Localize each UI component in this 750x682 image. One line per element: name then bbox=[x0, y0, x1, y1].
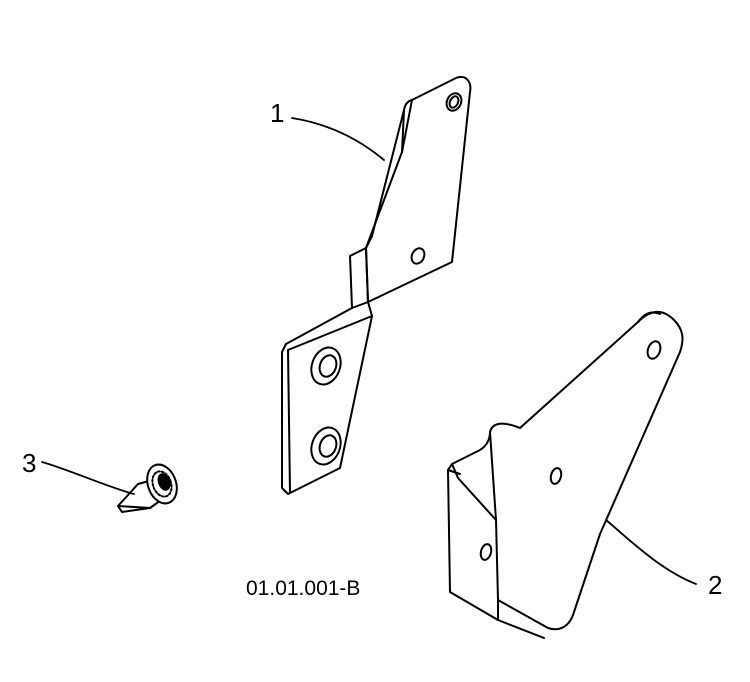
callout-3: 3 bbox=[22, 448, 37, 478]
bracket-twist bbox=[349, 247, 369, 309]
hole bbox=[479, 543, 493, 561]
bushing-upper bbox=[310, 346, 342, 386]
drawing-number: 01.01.001-B bbox=[246, 577, 361, 600]
callout-1: 1 bbox=[270, 98, 285, 128]
leader-2 bbox=[605, 519, 697, 585]
hole bbox=[646, 340, 662, 360]
part-1-bracket bbox=[281, 76, 472, 495]
part-2-bracket bbox=[447, 311, 684, 639]
hole bbox=[445, 92, 463, 112]
hole bbox=[410, 247, 426, 265]
bracket-lower-plate bbox=[281, 315, 373, 495]
bushing-lower bbox=[310, 426, 342, 466]
callout-2: 2 bbox=[708, 570, 723, 600]
part-3-bolt bbox=[117, 463, 178, 513]
leader-1 bbox=[291, 117, 385, 161]
hole bbox=[549, 467, 563, 485]
leader-3 bbox=[41, 461, 135, 495]
